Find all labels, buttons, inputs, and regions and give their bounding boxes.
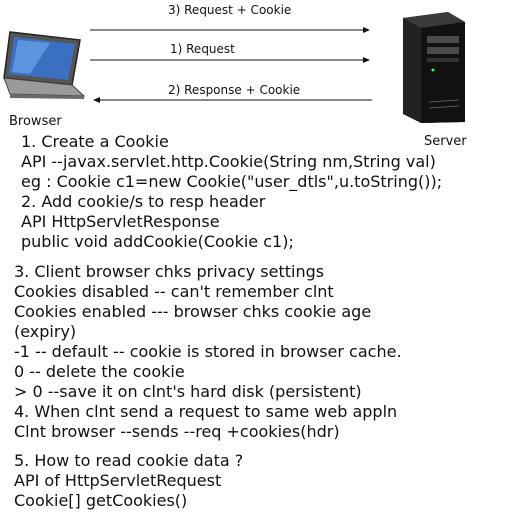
note-line: eg : Cookie c1=new Cookie("user_dtls",u.… <box>21 172 443 191</box>
note-line: API of HttpServletRequest <box>14 471 222 490</box>
note-line: 4. When clnt send a request to same web … <box>14 402 398 421</box>
arrow-label-response-cookie: 2) Response + Cookie <box>168 83 301 97</box>
note-line: API HttpServletResponse <box>21 212 220 231</box>
laptop-icon <box>3 31 86 99</box>
note-line: > 0 --save it on clnt's hard disk (persi… <box>14 382 362 401</box>
note-line: 3. Client browser chks privacy settings <box>14 262 325 281</box>
note-line: Cookies disabled -- can't remember clnt <box>14 282 334 301</box>
note-line: (expiry) <box>14 322 77 341</box>
note-line: 2. Add cookie/s to resp header <box>21 192 266 211</box>
note-line: public void addCookie(Cookie c1); <box>21 232 294 251</box>
server-label: Server <box>424 134 467 149</box>
browser-label: Browser <box>9 114 62 129</box>
note-line: -1 -- default -- cookie is stored in bro… <box>14 342 402 361</box>
note-line: 1. Create a Cookie <box>21 132 169 151</box>
arrow-label-request-cookie: 3) Request + Cookie <box>168 3 292 17</box>
note-line: Cookie[] getCookies() <box>14 491 188 510</box>
arrow-label-request: 1) Request <box>170 42 235 56</box>
note-line: Clnt browser --sends --req +cookies(hdr) <box>14 422 340 441</box>
note-line: Cookies enabled --- browser chks cookie … <box>14 302 372 321</box>
note-line: 5. How to read cookie data ? <box>14 451 244 470</box>
server-icon <box>403 12 465 123</box>
request-with-cookie-arrow <box>90 27 372 103</box>
note-line: API --javax.servlet.http.Cookie(String n… <box>21 152 436 171</box>
note-line: 0 -- delete the cookie <box>14 362 185 381</box>
